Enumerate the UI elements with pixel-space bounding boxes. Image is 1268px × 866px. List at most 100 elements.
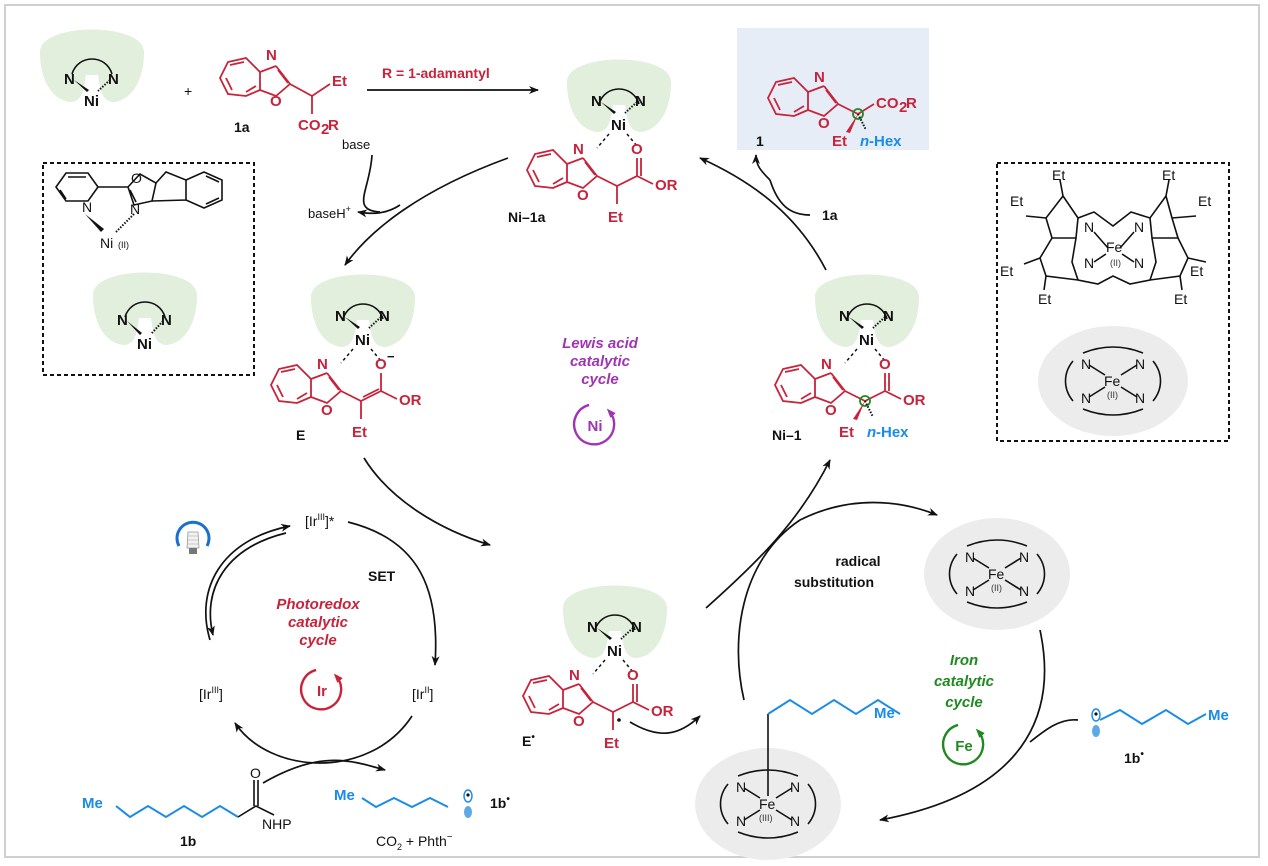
svg-text:CO: CO — [876, 95, 899, 112]
base-label: base — [342, 137, 370, 152]
svg-text:OR: OR — [399, 392, 422, 409]
svg-text:N: N — [1081, 356, 1091, 372]
svg-text:CO2 + Phth−: CO2 + Phth− — [376, 832, 453, 852]
product-highlight-box — [737, 28, 929, 150]
svg-text:N: N — [108, 71, 119, 88]
svg-text:R: R — [328, 117, 339, 134]
svg-text:Ni: Ni — [611, 117, 626, 134]
svg-text:(II): (II) — [118, 240, 129, 250]
svg-text:Et: Et — [1052, 167, 1065, 183]
svg-text:Et: Et — [1038, 291, 1051, 307]
svg-text:N: N — [1134, 219, 1144, 235]
svg-text:Et: Et — [1190, 263, 1203, 279]
compound-1b: Me O NHP 1b — [82, 765, 292, 849]
porphyrin-structure-box — [996, 162, 1230, 442]
svg-text:N: N — [130, 201, 140, 217]
svg-text:O: O — [631, 141, 643, 158]
svg-text:(II): (II) — [1107, 390, 1118, 400]
svg-text:(II): (II) — [991, 583, 1002, 593]
svg-text:OR: OR — [903, 392, 926, 409]
fe-ii-species: N N N N Fe (II) — [924, 518, 1070, 630]
svg-text:N: N — [821, 356, 832, 373]
svg-text:O: O — [375, 356, 387, 373]
photoredox-cycle-badge: Ir — [300, 668, 343, 711]
svg-text:(II): (II) — [1110, 258, 1121, 268]
svg-text:N: N — [573, 141, 584, 158]
svg-text:N: N — [1135, 356, 1145, 372]
arrow-radical-capture — [1029, 719, 1079, 743]
svg-text:1b•: 1b• — [490, 794, 510, 811]
label-ni-1a: Ni–1a — [508, 209, 546, 225]
svg-text:1a: 1a — [234, 119, 250, 135]
svg-text:[IrIII]*: [IrIII]* — [305, 512, 335, 529]
arrow-radical-substitution — [737, 501, 938, 701]
svg-text:N: N — [635, 93, 646, 110]
radical-substitution-label-2: substitution — [794, 574, 874, 590]
svg-text:1b•: 1b• — [1124, 749, 1144, 766]
svg-text:N: N — [379, 308, 390, 325]
intermediate-E: N N Ni — [310, 273, 416, 364]
svg-text:Me: Me — [874, 705, 895, 722]
svg-text:N: N — [161, 312, 172, 329]
svg-text:Ir: Ir — [317, 683, 327, 700]
intermediate-ni-1a: N N Ni — [566, 58, 672, 149]
svg-text:Fe: Fe — [759, 796, 776, 812]
svg-text:O: O — [270, 93, 282, 110]
svg-text:cycle: cycle — [299, 632, 337, 649]
svg-text:Ni: Ni — [100, 235, 113, 251]
svg-text:O: O — [818, 115, 830, 132]
iron-cycle-badge: Fe — [942, 723, 985, 766]
svg-text:N: N — [965, 549, 975, 565]
svg-text:N: N — [266, 47, 277, 64]
svg-text:N: N — [587, 619, 598, 636]
svg-text:Fe: Fe — [955, 738, 973, 755]
svg-text:Fe: Fe — [988, 566, 1005, 582]
svg-text:Ni: Ni — [859, 332, 874, 349]
ir-ii: [IrII] — [412, 685, 433, 702]
svg-text:[IrIII]: [IrIII] — [199, 685, 223, 702]
svg-text:Ni: Ni — [84, 93, 99, 110]
svg-text:N: N — [814, 69, 825, 86]
fe-iii-hexyl-chain: Me — [767, 698, 901, 722]
svg-text:N: N — [839, 308, 850, 325]
condition-label: R = 1-adamantyl — [382, 65, 490, 81]
svg-text:catalytic: catalytic — [934, 673, 995, 690]
svg-text:Ni: Ni — [355, 332, 370, 349]
svg-text:n: n — [860, 133, 869, 150]
svg-text:Ni: Ni — [607, 643, 622, 660]
svg-text:Et: Et — [352, 424, 367, 441]
svg-text:N: N — [1084, 219, 1094, 235]
set-label: SET — [368, 568, 396, 584]
svg-text:O: O — [573, 713, 585, 730]
plus-sign: + — [184, 83, 192, 99]
svg-text:-Hex: -Hex — [876, 424, 909, 441]
svg-text:Et: Et — [1000, 263, 1013, 279]
arrow-baseH-out — [357, 204, 401, 218]
svg-text:catalytic: catalytic — [570, 353, 631, 370]
svg-text:Photoredox: Photoredox — [276, 596, 360, 613]
ir-iii-excited: [IrIII]* — [305, 512, 335, 529]
svg-text:N: N — [569, 667, 580, 684]
compound-1a: N O Et CO 2 R 1a — [219, 47, 347, 138]
ni-1a-ligand: N O O OR Et — [526, 141, 678, 226]
svg-text:Et: Et — [604, 735, 619, 752]
radical-substitution-label-1: radical — [835, 553, 880, 569]
svg-text:-Hex: -Hex — [869, 133, 902, 150]
svg-text:O: O — [131, 170, 142, 186]
photoredox-cycle — [205, 521, 440, 784]
figure-frame — [4, 4, 1260, 858]
svg-text:N: N — [1019, 549, 1029, 565]
svg-text:(III): (III) — [759, 813, 773, 823]
nickel-cycle-badge: Ni — [573, 403, 616, 446]
svg-text:O: O — [250, 765, 261, 781]
svg-text:1b: 1b — [180, 833, 196, 849]
svg-text:Et: Et — [1010, 193, 1023, 209]
svg-text:Ni: Ni — [137, 336, 152, 353]
svg-text:Et: Et — [832, 133, 847, 150]
svg-text:N: N — [965, 583, 975, 599]
svg-text:Iron: Iron — [950, 652, 978, 669]
svg-text:N: N — [790, 779, 800, 795]
svg-text:[IrII]: [IrII] — [412, 685, 433, 702]
radical-1b-right: Me 1b• — [1091, 707, 1229, 766]
svg-text:O: O — [627, 667, 639, 684]
